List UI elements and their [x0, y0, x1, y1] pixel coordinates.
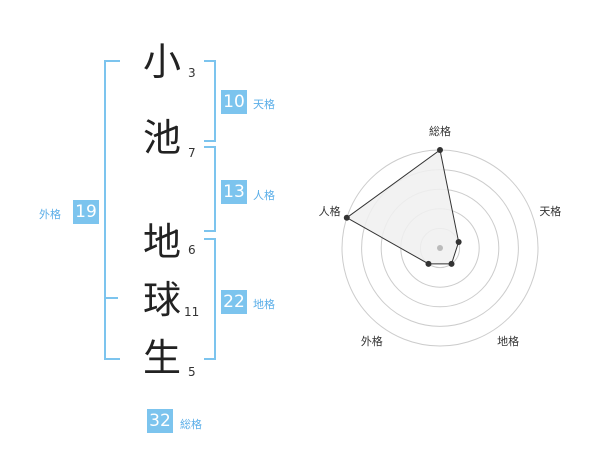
jinkaku-label: 人格 — [253, 189, 275, 202]
radar-data-point — [448, 260, 455, 267]
radar-axis-label: 天格 — [539, 204, 561, 218]
chikaku-value-badge: 22 — [221, 290, 247, 314]
chikaku-bracket — [204, 238, 216, 360]
radar-center-dot — [437, 245, 443, 251]
name-char-2: 池 — [142, 116, 181, 160]
gaikaku-value-badge: 19 — [73, 200, 99, 224]
gaikaku-bracket-tick — [104, 297, 118, 299]
radar-data-point — [437, 147, 443, 153]
stroke-count-2: 7 — [188, 146, 196, 160]
radar-data-polygon — [345, 149, 460, 265]
radar-data-point — [343, 214, 350, 221]
radar-data-point — [455, 238, 462, 245]
name-char-5: 生 — [142, 336, 181, 380]
stroke-count-5: 5 — [188, 365, 196, 379]
radar-data-point — [425, 260, 432, 267]
soukaku-label: 総格 — [180, 418, 202, 431]
chikaku-label: 地格 — [253, 298, 275, 311]
name-char-1: 小 — [142, 40, 181, 84]
stroke-count-4: 11 — [184, 305, 200, 319]
jinkaku-value-badge: 13 — [221, 180, 247, 204]
tenkaku-value-badge: 10 — [221, 90, 247, 114]
radar-axis-label: 総格 — [429, 124, 451, 138]
stroke-count-1: 3 — [188, 66, 196, 80]
radar-axis-label: 人格 — [319, 204, 341, 218]
gaikaku-label: 外格 — [39, 208, 61, 221]
soukaku-value-badge: 32 — [147, 409, 173, 433]
tenkaku-label: 天格 — [253, 98, 275, 111]
tenkaku-bracket — [204, 60, 216, 142]
jinkaku-bracket — [204, 146, 216, 232]
radar-axis-label: 外格 — [361, 334, 383, 348]
stroke-count-3: 6 — [188, 243, 196, 257]
gaikaku-bracket — [104, 60, 120, 360]
name-char-4: 球 — [142, 278, 181, 322]
name-char-3: 地 — [142, 220, 181, 264]
radar-axis-label: 地格 — [497, 334, 519, 348]
